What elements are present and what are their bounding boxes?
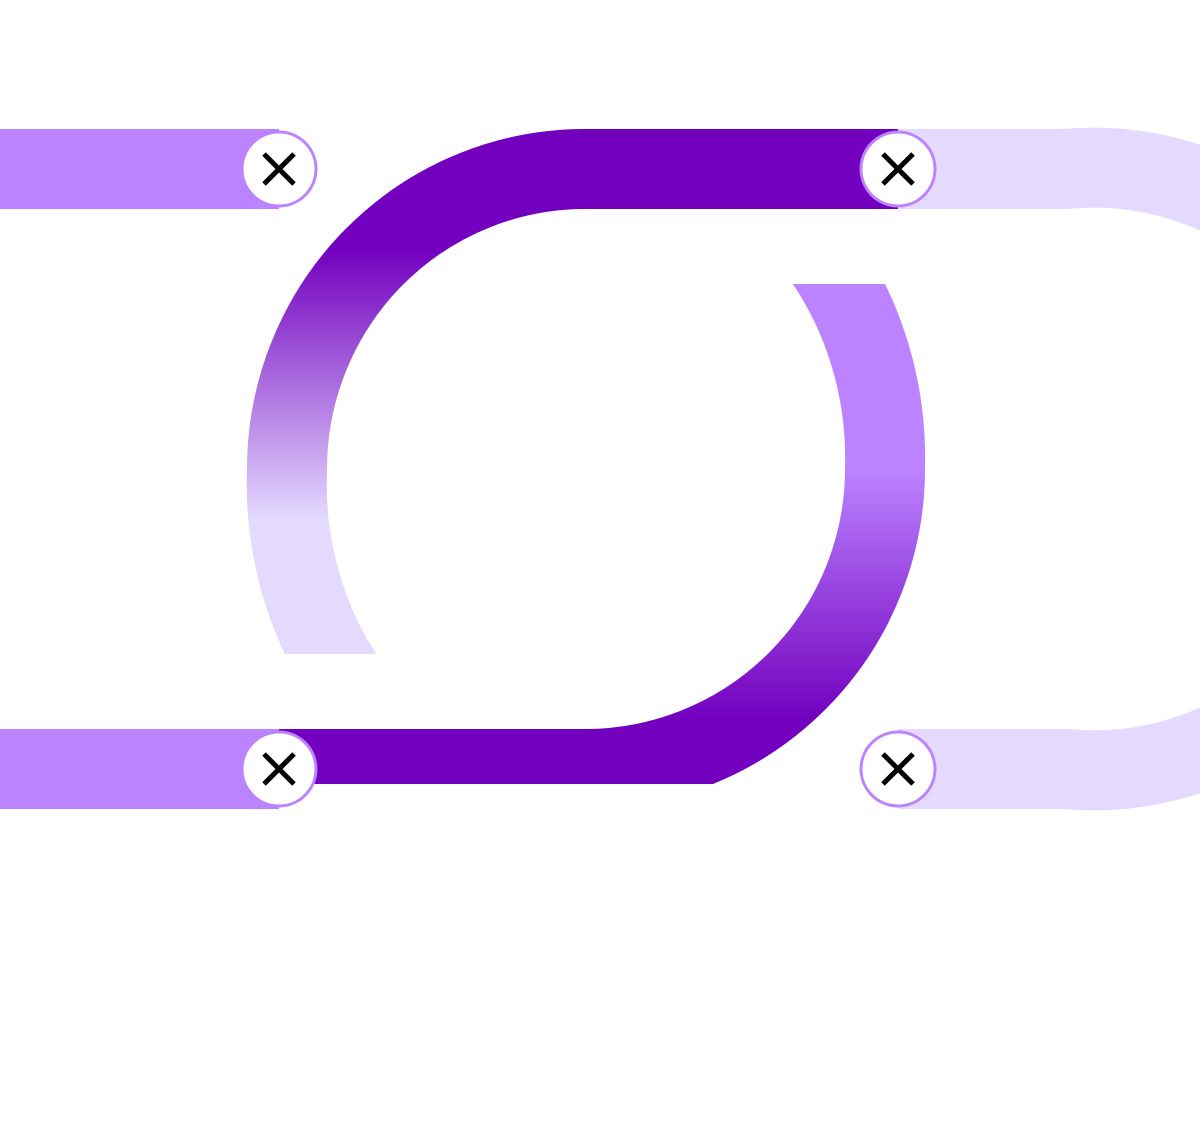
close-icon [262, 752, 296, 786]
middle-link-right-arc [279, 284, 926, 784]
middle-chain-link [246, 129, 926, 784]
break-marker-top-right[interactable] [859, 130, 937, 208]
close-icon [881, 752, 915, 786]
break-marker-bottom-right[interactable] [859, 730, 937, 808]
right-chain-link [898, 127, 1200, 811]
close-icon [262, 152, 296, 186]
break-marker-bottom-left[interactable] [240, 730, 318, 808]
left-chain-link [0, 129, 279, 809]
middle-link-left-arc [246, 129, 898, 654]
close-icon [881, 152, 915, 186]
break-marker-top-left[interactable] [240, 130, 318, 208]
